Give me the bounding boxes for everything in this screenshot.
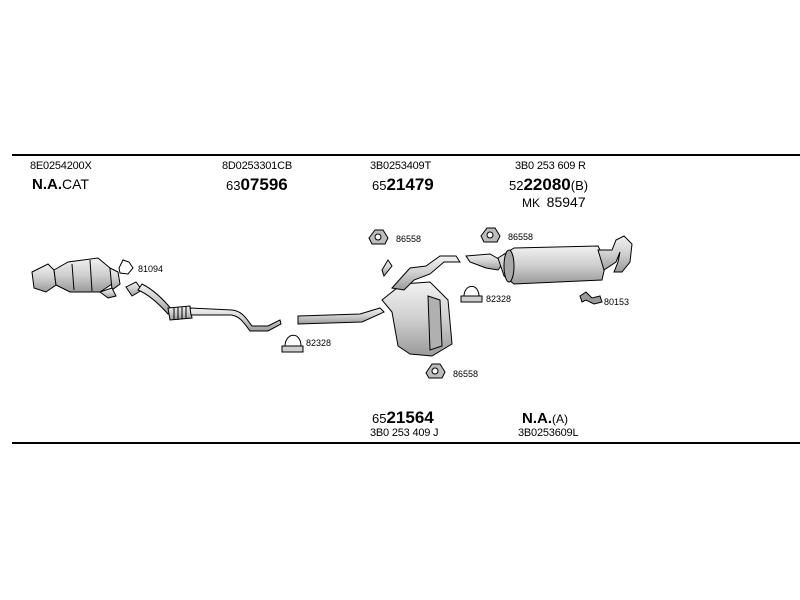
oem-rear-silencer-alt: 3B0253609L (518, 427, 579, 439)
part-middle-silencer-alt: 6521564 (372, 408, 434, 428)
clamp-icon (460, 285, 483, 303)
part-front-pipe: 6307596 (226, 175, 288, 195)
top-divider (12, 154, 800, 156)
middle-silencer-icon (297, 255, 461, 357)
part-middle-silencer: 6521479 (372, 175, 434, 195)
part-rear-silencer-alt: N.A.(A) (522, 410, 568, 427)
fitting-label-rear-rubber: 80153 (604, 297, 630, 307)
fitting-label-center-hanger-bottom: 86558 (453, 369, 479, 379)
rear-silencer-icon (465, 235, 633, 285)
mk-label: MK 85947 (522, 194, 586, 210)
fitting-label-rear-clamp: 82328 (486, 294, 512, 304)
rubber-mount-icon (579, 291, 603, 305)
clamp-icon (118, 259, 134, 275)
hanger-icon (368, 229, 389, 245)
part-rear-silencer: 5222080(B) (509, 175, 588, 195)
na-bold: N.A. (522, 410, 552, 427)
part-prefix: 52 (509, 178, 524, 193)
hanger-icon (425, 363, 446, 379)
oem-rear-silencer: 3B0 253 609 R (515, 160, 586, 172)
part-suffix: (B) (570, 178, 589, 193)
fitting-label-center-hanger-top: 86558 (396, 234, 422, 244)
oem-middle-silencer-alt: 3B0 253 409 J (370, 427, 439, 439)
fitting-label-mid-clamp: 82328 (306, 338, 332, 348)
part-prefix: 65 (372, 411, 387, 426)
part-number: 07596 (240, 175, 288, 194)
front-pipe-icon (125, 281, 282, 332)
catalytic-converter-icon (31, 257, 121, 299)
bottom-divider (12, 442, 800, 444)
part-number: 22080 (523, 175, 571, 194)
mk-number: 85947 (546, 194, 586, 210)
part-number: 21479 (386, 175, 434, 194)
oem-middle-silencer: 3B0253409T (370, 160, 431, 172)
hanger-icon (480, 227, 501, 243)
oem-front-pipe: 8D0253301CB (222, 160, 292, 172)
part-prefix: 63 (226, 178, 241, 193)
na-suffix: CAT (62, 176, 89, 192)
clamp-icon (281, 334, 304, 353)
oem-front-cat: 8E0254200X (30, 160, 92, 172)
na-bold: N.A. (32, 176, 62, 193)
part-front-cat: N.A.CAT (32, 176, 89, 193)
fitting-label-front-clamp: 81094 (138, 264, 164, 274)
mk-text: MK (522, 196, 540, 210)
part-number: 21564 (386, 408, 434, 427)
part-prefix: 65 (372, 178, 387, 193)
fitting-label-rear-hanger: 86558 (508, 232, 534, 242)
na-suffix: (A) (552, 412, 568, 426)
